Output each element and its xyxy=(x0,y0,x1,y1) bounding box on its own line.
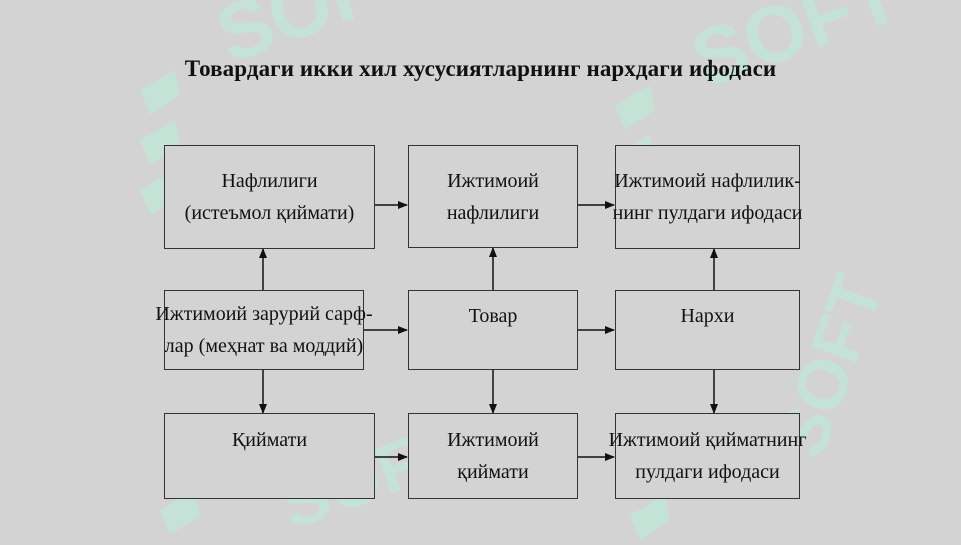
box-product: Товар xyxy=(408,290,578,370)
box-social-costs: Ижтимоий зарурий сарф- лар (меҳнат ва мо… xyxy=(155,290,373,370)
box-social-costs-line2: лар (меҳнат ва моддий) xyxy=(164,335,364,357)
box-social-utility-money-line1: Ижтимоий нафлилик- xyxy=(614,170,801,192)
box-social-value-line2: қиймати xyxy=(457,461,529,483)
box-value: Қиймати xyxy=(164,413,375,499)
box-price: Нархи xyxy=(615,290,800,370)
box-utility-line2: (истеъмол қиймати) xyxy=(184,202,355,224)
box-social-utility-line1: Ижтимоий xyxy=(447,169,539,192)
box-social-value: Ижтимоий қиймати xyxy=(408,413,578,499)
box-price-label: Нархи xyxy=(680,305,735,327)
diagram-title: Товардаги икки хил хусусиятларнинг нархд… xyxy=(184,56,777,81)
box-social-utility-money-line2: нинг пулдаги ифодаси xyxy=(612,202,803,224)
box-social-value-money-line1: Ижтимоий қийматнинг xyxy=(608,429,807,451)
box-social-value-money: Ижтимоий қийматнинг пулдаги ифодаси xyxy=(609,413,806,499)
box-product-label: Товар xyxy=(468,305,518,327)
box-utility-line1: Нафлилиги xyxy=(221,170,318,192)
box-value-label: Қиймати xyxy=(231,429,308,451)
box-social-costs-line1: Ижтимоий зарурий сарф- xyxy=(155,303,373,325)
box-social-value-line1: Ижтимоий xyxy=(447,429,539,451)
box-social-utility-money: Ижтимоий нафлилик- нинг пулдаги ифодаси xyxy=(612,145,803,249)
box-social-value-money-line2: пулдаги ифодаси xyxy=(635,461,780,483)
box-social-utility: Ижтимоий нафлилиги xyxy=(408,145,578,248)
box-social-utility-line2: нафлилиги xyxy=(446,201,540,224)
box-utility: Нафлилиги (истеъмол қиймати) xyxy=(164,145,375,249)
